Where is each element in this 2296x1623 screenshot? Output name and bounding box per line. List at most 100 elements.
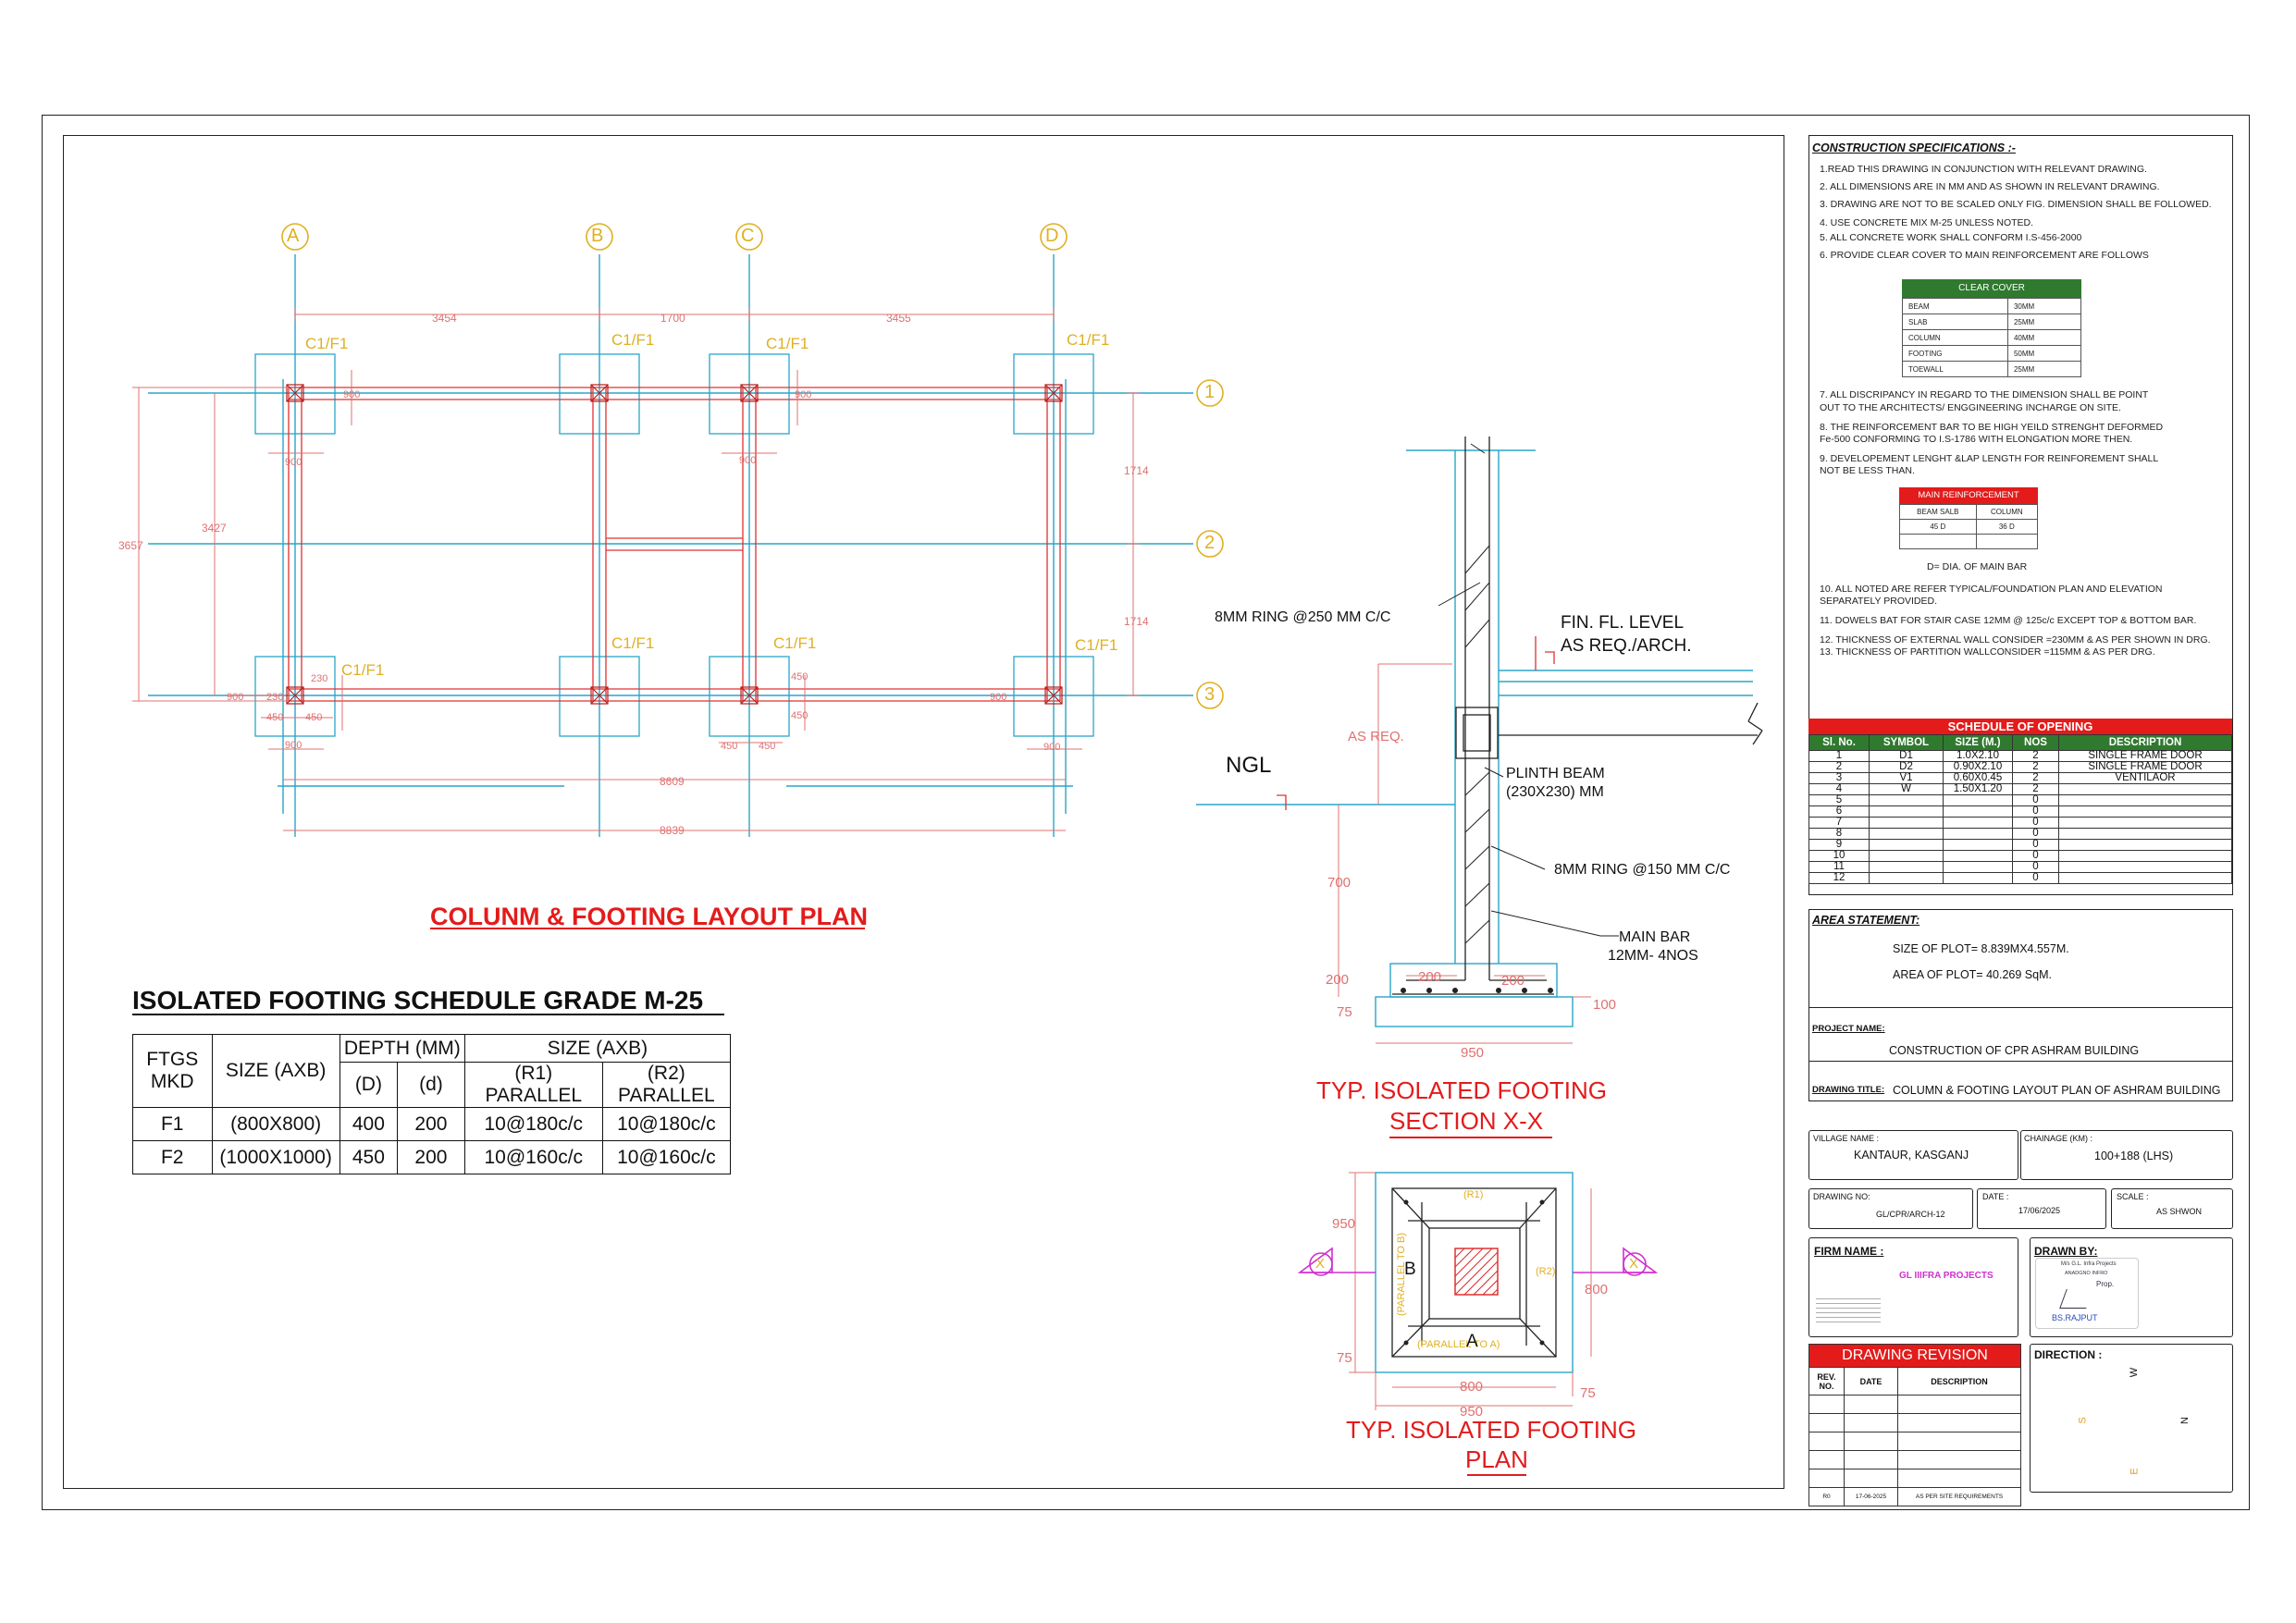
cell: 200 <box>397 1140 465 1174</box>
spec-line: 12. THICKNESS OF EXTERNAL WALL CONSIDER … <box>1820 634 2211 646</box>
plan-label-a: A <box>1466 1332 1478 1351</box>
dim-label: 950 <box>1460 1404 1484 1420</box>
cell: COLUMN <box>1975 504 2039 520</box>
spec-line: 5. ALL CONCRETE WORK SHALL CONFORM I.S-4… <box>1820 232 2082 243</box>
date-box <box>1977 1188 2106 1229</box>
cell: F1 <box>132 1107 213 1141</box>
scale-box <box>2111 1188 2233 1229</box>
spec-line: 13. THICKNESS OF PARTITION WALLCONSIDER … <box>1820 646 2155 658</box>
dim-label: 1714 <box>1124 615 1149 628</box>
specs-title: CONSTRUCTION SPECIFICATIONS :- <box>1812 141 2016 154</box>
col-header: NOS <box>2012 734 2059 751</box>
section-note: (230X230) MM <box>1506 784 1604 800</box>
grid-label-b: B <box>591 226 604 246</box>
plan-title: PLAN <box>1465 1445 1528 1473</box>
dim-label: 900 <box>227 692 244 703</box>
dim-label: 950 <box>1332 1216 1356 1232</box>
cell: TOEWALL <box>1902 361 2008 377</box>
cell: 50MM <box>2006 345 2082 362</box>
cell: 25MM <box>2006 314 2082 330</box>
dim-label: 800 <box>1460 1379 1484 1395</box>
dwg-no-label: DRAWING NO: <box>1813 1192 1870 1201</box>
cell: 36 D <box>1975 519 2039 535</box>
clear-cover-header: CLEAR COVER <box>1902 279 2081 298</box>
column-tag: C1/F1 <box>766 335 809 352</box>
dim-label: 900 <box>990 692 1007 703</box>
dwg-no-value: GL/CPR/ARCH-12 <box>1876 1210 1945 1219</box>
dim-label: 450 <box>791 671 809 682</box>
dim-label: 8609 <box>660 775 685 788</box>
compass-s: S <box>2077 1417 2089 1424</box>
dim-label: 3427 <box>202 522 227 535</box>
dim-label: 700 <box>1327 875 1352 891</box>
date-label: DATE : <box>1982 1192 2009 1201</box>
revision-title: DRAWING REVISION <box>1808 1344 2021 1368</box>
drawing-title-panel <box>1808 1061 2233 1101</box>
firm-address-lines <box>1816 1298 1881 1324</box>
section-note: AS REQ. <box>1348 729 1404 744</box>
chainage-label: CHAINAGE (KM) : <box>2024 1134 2093 1143</box>
compass-e: E <box>2129 1468 2141 1475</box>
spec-line: Fe-500 CONFORMING TO I.S-1786 WITH ELONG… <box>1820 434 2133 445</box>
col-header: REV. NO. <box>1808 1367 1845 1396</box>
cell: SLAB <box>1902 314 2008 330</box>
village-label: VILLAGE NAME : <box>1813 1134 1880 1143</box>
cell: 10@180c/c <box>601 1107 732 1141</box>
cell: 30MM <box>2006 298 2082 314</box>
cell: 25MM <box>2006 361 2082 377</box>
dim-label: 75 <box>1337 1004 1352 1020</box>
cell: 10@160c/c <box>463 1140 603 1174</box>
section-marker: X <box>1629 1256 1639 1272</box>
scale-label: SCALE : <box>2117 1192 2149 1201</box>
area-value: AREA OF PLOT= 40.269 SqM. <box>1893 968 2052 981</box>
spec-line: NOT BE LESS THAN. <box>1820 465 1915 476</box>
cell: (1000X1000) <box>211 1140 340 1174</box>
spec-line: 1.READ THIS DRAWING IN CONJUNCTION WITH … <box>1820 164 2147 175</box>
dim-label: 800 <box>1585 1282 1609 1297</box>
inner-border <box>63 135 1784 1489</box>
dim-label: 900 <box>795 389 812 400</box>
drawn-label: DRAWN BY: <box>2034 1245 2098 1258</box>
col-header: SIZE (AXB) <box>211 1034 340 1108</box>
main-reinf-header: MAIN REINFORCEMENT <box>1899 487 2038 504</box>
dim-label: 450 <box>266 712 284 723</box>
dim-label: 3454 <box>432 312 457 325</box>
column-tag: C1/F1 <box>611 634 655 652</box>
compass-n: N <box>2179 1417 2191 1424</box>
cell: BEAM <box>1902 298 2008 314</box>
dia-note: D= DIA. OF MAIN BAR <box>1927 561 2028 572</box>
section-marker: X <box>1315 1256 1326 1272</box>
column-tag: C1/F1 <box>341 661 385 679</box>
spec-line: 8. THE REINFORCEMENT BAR TO BE HIGH YEIL… <box>1820 422 2164 433</box>
cell: (800X800) <box>211 1107 340 1141</box>
col-header: DESCRIPTION <box>2058 734 2232 751</box>
drawn-box <box>2030 1237 2233 1337</box>
column-tag: C1/F1 <box>611 331 655 349</box>
cell: 40MM <box>2006 329 2082 346</box>
column-tag: C1/F1 <box>1075 636 1118 654</box>
chainage-value: 100+188 (LHS) <box>2094 1150 2174 1162</box>
cell: COLUMN <box>1902 329 2008 346</box>
cell: 10@160c/c <box>601 1140 732 1174</box>
outer-border <box>42 115 2250 1510</box>
section-note: FIN. FL. LEVEL <box>1561 613 1685 633</box>
area-panel <box>1808 909 2233 1009</box>
plan-title: TYP. ISOLATED FOOTING <box>1346 1416 1636 1444</box>
revision-table: REV. NO. DATE DESCRIPTION R0 17-06-2025 … <box>1808 1367 2021 1506</box>
col-header: DEPTH (MM) <box>339 1034 465 1063</box>
dim-label: 900 <box>285 457 302 468</box>
dim-label: 200 <box>1326 972 1350 988</box>
section-note: PLINTH BEAM <box>1506 766 1605 781</box>
dim-label: 230 <box>266 692 284 703</box>
section-note: NGL <box>1226 753 1272 778</box>
dim-label: 100 <box>1593 997 1617 1013</box>
spec-line: OUT TO THE ARCHITECTS/ ENGGINEERING INCH… <box>1820 402 2121 413</box>
